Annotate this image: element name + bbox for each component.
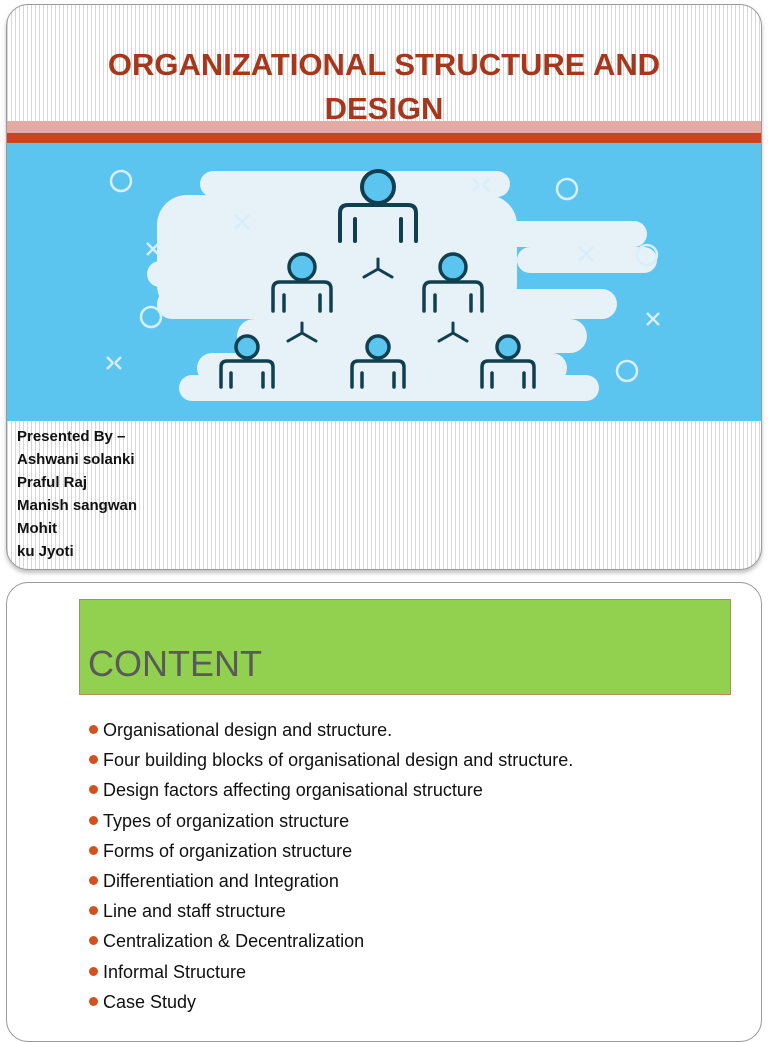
bullet-dot-icon xyxy=(89,785,98,795)
title-band-red xyxy=(7,133,761,143)
title-band-pink xyxy=(7,121,761,133)
org-chart-illustration xyxy=(106,169,660,401)
list-item: Types of organization structure xyxy=(89,806,573,836)
bullet-dot-icon xyxy=(89,906,98,916)
list-item: Line and staff structure xyxy=(89,896,573,926)
content-slide: CONTENT Organisational design and struct… xyxy=(6,582,762,1042)
title-slide: ORGANIZATIONAL STRUCTURE AND DESIGN xyxy=(6,4,762,570)
presenters-list: Presented By – Ashwani solanki Praful Ra… xyxy=(17,425,137,563)
list-item: Case Study xyxy=(89,987,573,1017)
presenter-name: Manish sangwan xyxy=(17,497,138,514)
list-item: Centralization & Decentralization xyxy=(89,926,573,956)
presenter-name: ku Jyoti xyxy=(17,543,74,560)
content-heading: CONTENT xyxy=(88,643,262,684)
bullet-dot-icon xyxy=(89,845,98,855)
bullet-dot-icon xyxy=(89,815,98,825)
content-list: Organisational design and structure. Fou… xyxy=(89,715,573,1017)
bullet-dot-icon xyxy=(89,966,98,976)
hero-illustration xyxy=(7,143,761,421)
bullet-dot-icon xyxy=(89,936,98,946)
presenter-name: Mohit xyxy=(17,520,57,537)
list-item: Informal Structure xyxy=(89,957,573,987)
list-item: Four building blocks of organisational d… xyxy=(89,745,573,775)
list-item: Design factors affecting organisational … xyxy=(89,775,573,805)
list-item: Differentiation and Integration xyxy=(89,866,573,896)
list-item: Organisational design and structure. xyxy=(89,715,573,745)
presenter-name: Praful Raj xyxy=(17,474,88,491)
bullet-dot-icon xyxy=(89,725,98,734)
bullet-dot-icon xyxy=(89,755,98,765)
presenters-heading: Presented By – xyxy=(17,428,126,445)
bullet-dot-icon xyxy=(89,876,98,886)
slide-title: ORGANIZATIONAL STRUCTURE AND DESIGN xyxy=(107,47,661,126)
content-header-box: CONTENT xyxy=(79,599,731,695)
list-item: Forms of organization structure xyxy=(89,836,573,866)
presenter-name: Ashwani solanki xyxy=(17,451,135,468)
bullet-dot-icon xyxy=(89,996,98,1006)
